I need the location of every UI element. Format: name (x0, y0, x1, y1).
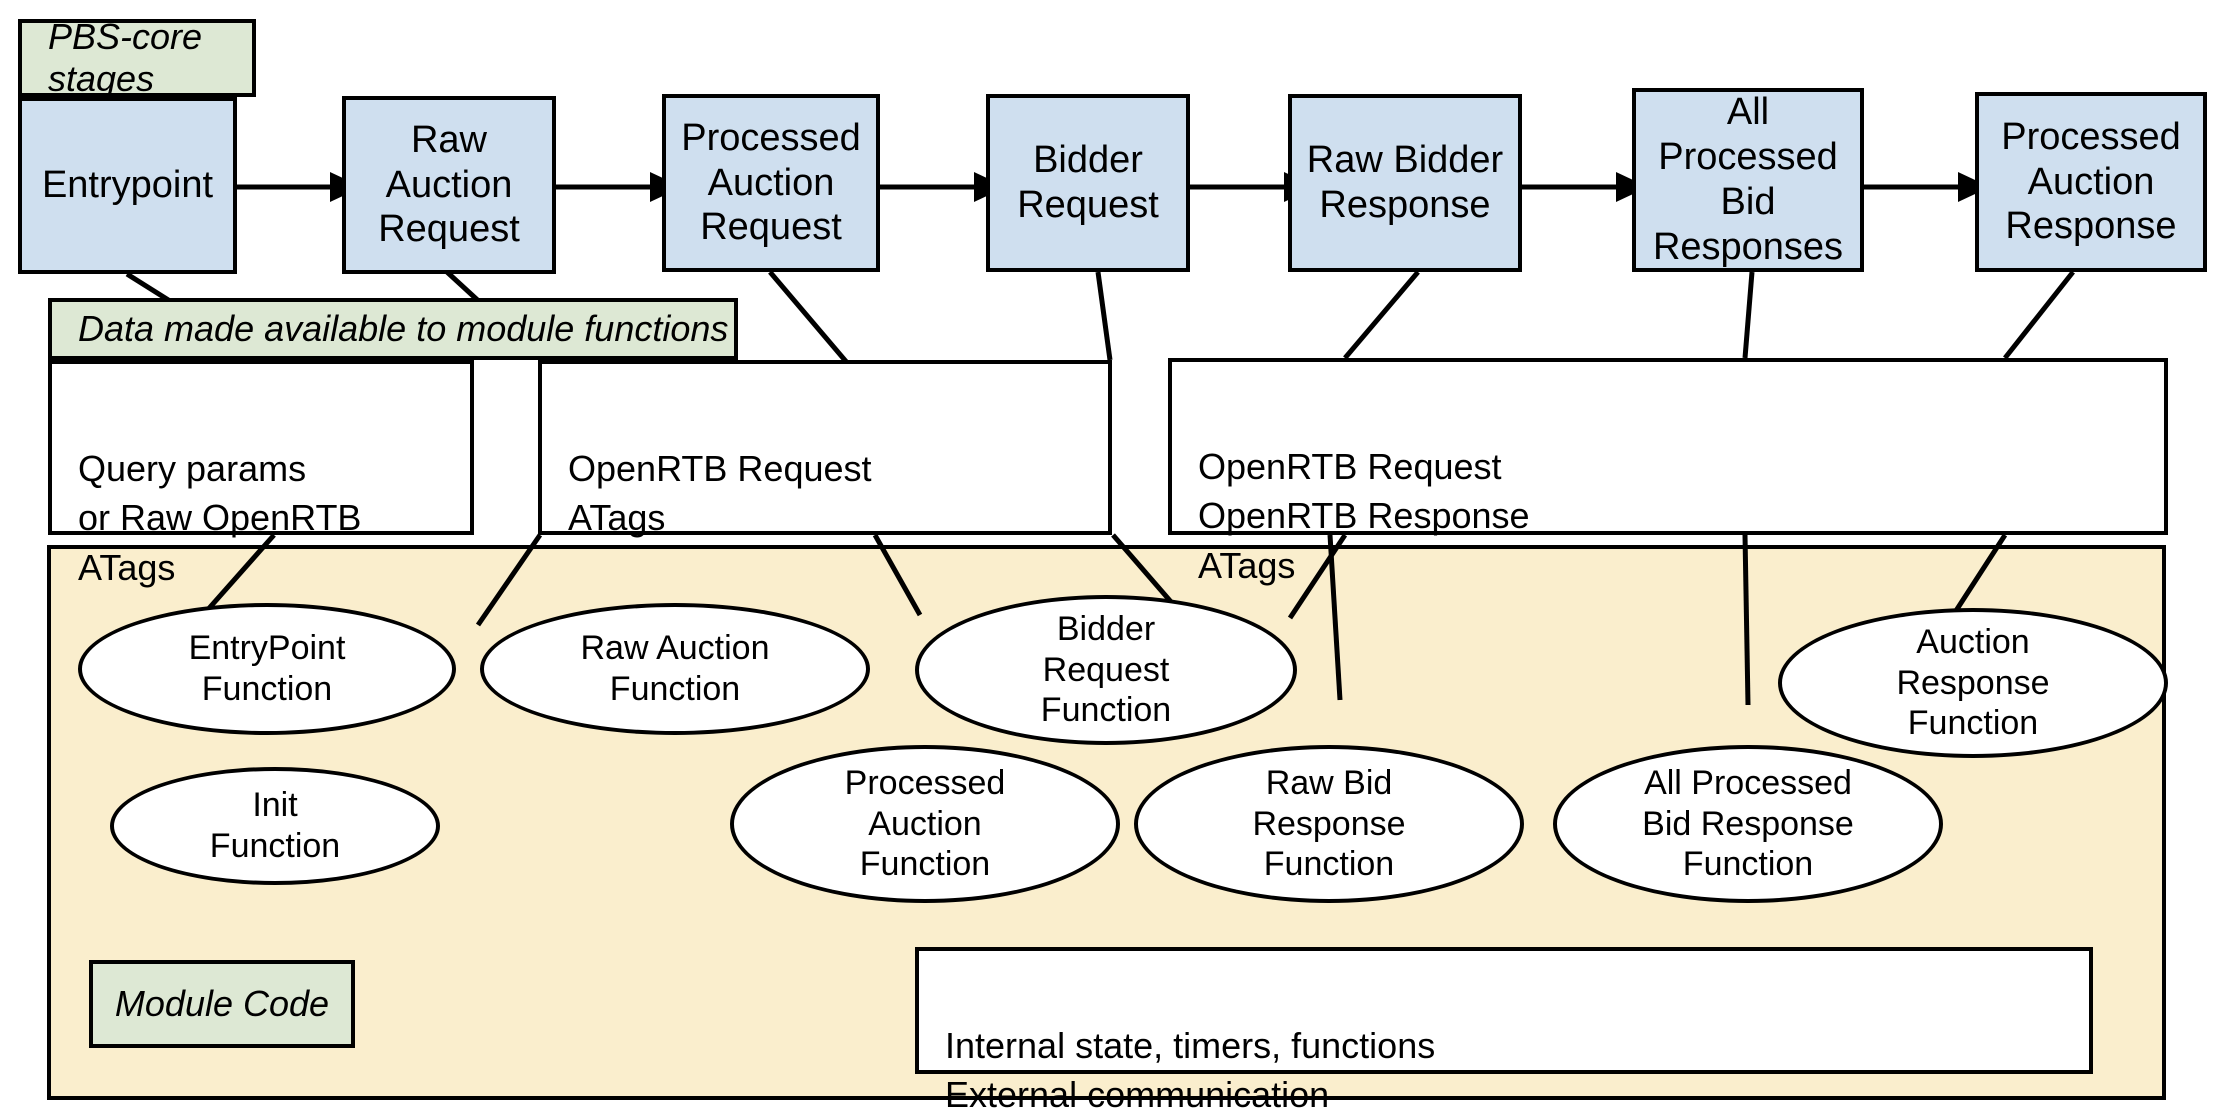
function-node-all-processed-bid-response-function-label: All Processed Bid Response Function (1642, 763, 1854, 884)
function-node-auction-response-function[interactable]: Auction Response Function (1778, 608, 2168, 758)
data-box-bid-response: OpenRTB Request OpenRTB Response ATags (1168, 358, 2168, 586)
function-node-init-function[interactable]: Init Function (110, 767, 440, 885)
function-node-init-function-label: Init Function (209, 786, 341, 865)
caption-pbs-core-stages: PBS-core stages (18, 16, 256, 99)
caption-module-code: Module Code (89, 960, 355, 1048)
ellipse-shape (1553, 745, 1943, 903)
stage-box-all-processed-bid-responses[interactable]: All Processed Bid Responses (1632, 88, 1864, 272)
caption-pbs-core-stages-label: PBS-core stages (48, 16, 203, 99)
caption-data-available-label: Data made available to module functions (78, 308, 729, 349)
stage-box-all-processed-bid-responses-label: All Processed Bid Responses (1652, 91, 1844, 268)
stage-box-bidder-request[interactable]: Bidder Request (986, 94, 1190, 272)
stage-box-raw-bidder-response[interactable]: Raw Bidder Response (1288, 94, 1522, 272)
caption-data-available: Data made available to module functions (48, 298, 738, 360)
stage-box-bidder-request-label: Bidder Request (1017, 139, 1159, 226)
data-box-entrypoint: Query params or Raw OpenRTB ATags (48, 360, 474, 588)
caption-module-code-label: Module Code (114, 983, 330, 1024)
function-node-entrypoint-function-label: EntryPoint Function (188, 629, 346, 708)
ellipse-shape (110, 767, 440, 885)
function-node-auction-response-function-label: Auction Response Function (1896, 622, 2050, 743)
stage-box-processed-auction-response[interactable]: Processed Auction Response (1975, 92, 2207, 272)
module-internals-text: Internal state, timers, functions Extern… (945, 1024, 1436, 1116)
function-node-bidder-request-function[interactable]: Bidder Request Function (915, 595, 1297, 745)
data-box-auction-request-text: OpenRTB Request ATags (568, 447, 872, 539)
data-box-entrypoint-text: Query params or Raw OpenRTB ATags (78, 447, 362, 589)
function-node-all-processed-bid-response-function[interactable]: All Processed Bid Response Function (1553, 745, 1943, 903)
ellipse-shape (915, 595, 1297, 745)
function-node-raw-bid-response-function-label: Raw Bid Response Function (1252, 763, 1406, 884)
stage-box-entrypoint-label: Entrypoint (41, 164, 214, 207)
ellipse-shape (78, 603, 456, 735)
function-node-raw-bid-response-function[interactable]: Raw Bid Response Function (1134, 745, 1524, 903)
stage-box-processed-auction-request-label: Processed Auction Request (681, 116, 861, 249)
ellipse-shape (730, 745, 1120, 903)
data-box-bid-response-text: OpenRTB Request OpenRTB Response ATags (1198, 445, 1530, 587)
function-node-entrypoint-function[interactable]: EntryPoint Function (78, 603, 456, 735)
module-internals-box: Internal state, timers, functions Extern… (915, 947, 2093, 1115)
function-node-bidder-request-function-label: Bidder Request Function (1040, 609, 1172, 730)
ellipse-shape (1134, 745, 1524, 903)
stage-box-entrypoint[interactable]: Entrypoint (18, 97, 237, 274)
function-node-raw-auction-function[interactable]: Raw Auction Function (480, 603, 870, 735)
function-node-raw-auction-function-label: Raw Auction Function (580, 629, 770, 708)
stage-box-raw-auction-request[interactable]: Raw Auction Request (342, 96, 556, 274)
data-box-auction-request: OpenRTB Request ATags (538, 360, 1112, 538)
stage-box-processed-auction-response-label: Processed Auction Response (2001, 115, 2181, 248)
ellipse-shape (480, 603, 870, 735)
stage-box-processed-auction-request[interactable]: Processed Auction Request (662, 94, 880, 272)
function-node-processed-auction-function[interactable]: Processed Auction Function (730, 745, 1120, 903)
function-node-processed-auction-function-label: Processed Auction Function (844, 763, 1006, 884)
stage-box-raw-bidder-response-label: Raw Bidder Response (1306, 139, 1504, 226)
stage-box-raw-auction-request-label: Raw Auction Request (378, 118, 520, 251)
